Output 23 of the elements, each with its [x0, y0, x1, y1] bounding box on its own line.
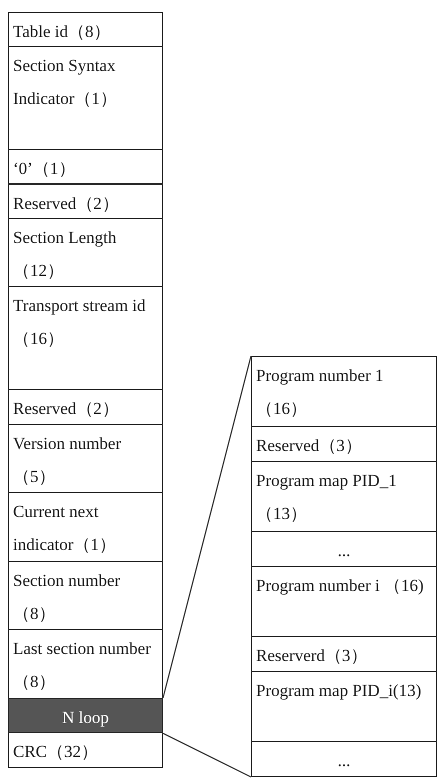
field-row: Last section number（8）: [8, 629, 163, 699]
field-row: Reserved（3）: [251, 426, 437, 462]
field-row: Version number（5）: [8, 424, 163, 494]
field-row: Reserved（2）: [8, 184, 163, 219]
field-row: Transport stream id （16）: [8, 286, 163, 390]
loop-field-row: N loop: [8, 698, 163, 734]
expansion-line: [162, 356, 252, 698]
field-row: Reserverd（3）: [251, 636, 437, 672]
field-row: Section Syntax Indicator（1）: [8, 46, 163, 150]
field-row: ...: [251, 741, 437, 777]
field-row: Section Length（12）: [8, 218, 163, 288]
field-row: Program number 1（16）: [251, 356, 437, 427]
field-row: Current next indicator（1）: [8, 492, 163, 562]
field-row: Section number（8）: [8, 560, 163, 630]
field-row: Program number i （16): [251, 566, 437, 637]
field-row: Program map PID_1（13）: [251, 461, 437, 532]
expansion-line: [162, 732, 252, 778]
field-row: Reserved（2）: [8, 389, 163, 425]
field-row: ‘0’（1）: [8, 149, 163, 184]
field-row: ...: [251, 531, 437, 567]
field-row: Table id（8）: [8, 12, 163, 48]
field-row: Program map PID_i(13): [251, 671, 437, 742]
field-row: CRC（32）: [8, 732, 163, 768]
